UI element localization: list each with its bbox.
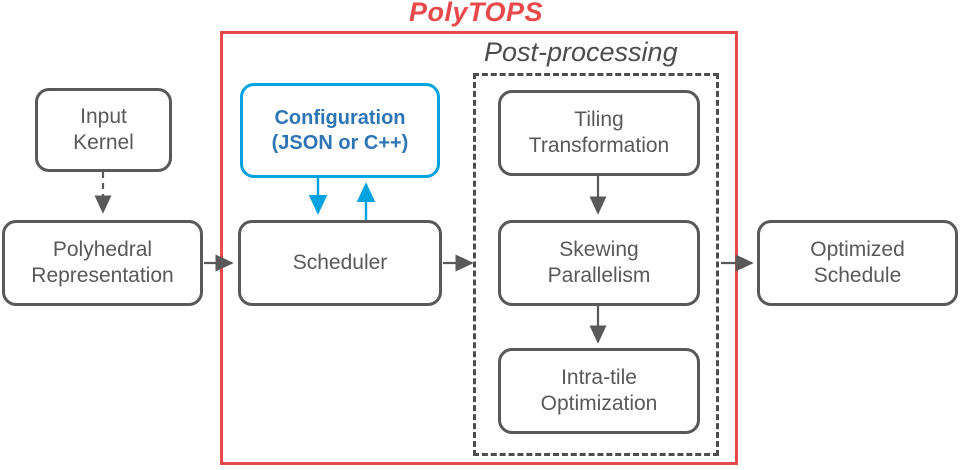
node-configuration-label: Configuration (JSON or C++) [271, 106, 409, 154]
node-intra-tile-optimization[interactable]: Intra-tile Optimization [498, 348, 700, 434]
node-tiling-transformation-label: Tiling Transformation [528, 107, 670, 157]
node-scheduler-label: Scheduler [292, 250, 388, 274]
post-processing-frame [473, 73, 719, 456]
node-optimized-schedule-label: Optimized Schedule [810, 237, 905, 287]
node-polyhedral-representation[interactable]: Polyhedral Representation [2, 220, 203, 306]
node-input-kernel-label: Input Kernel [73, 104, 134, 154]
post-processing-label: Post-processing [484, 37, 678, 67]
node-tiling-transformation[interactable]: Tiling Transformation [498, 90, 700, 176]
node-optimized-schedule[interactable]: Optimized Schedule [757, 220, 958, 306]
node-input-kernel[interactable]: Input Kernel [35, 88, 172, 172]
node-scheduler[interactable]: Scheduler [238, 220, 442, 306]
diagram-title: PolyTOPS [409, 0, 544, 27]
node-intra-tile-optimization-label: Intra-tile Optimization [540, 365, 658, 415]
node-skewing-parallelism[interactable]: Skewing Parallelism [498, 220, 700, 306]
polytops-frame [220, 31, 738, 465]
node-skewing-parallelism-label: Skewing Parallelism [547, 237, 651, 287]
node-polyhedral-representation-label: Polyhedral Representation [31, 237, 174, 287]
node-configuration[interactable]: Configuration (JSON or C++) [240, 83, 440, 178]
